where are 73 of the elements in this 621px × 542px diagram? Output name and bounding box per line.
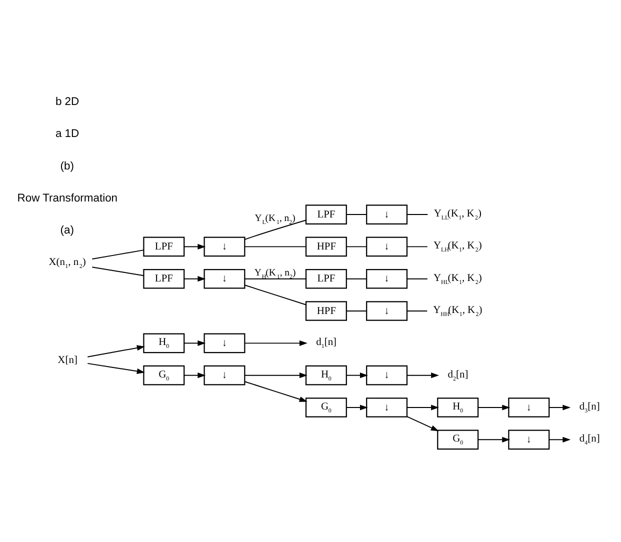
node-box: G$_{0}$ — [437, 430, 479, 450]
node-text: d$_{1}$[n] — [316, 337, 337, 350]
label: Row Transformation — [17, 192, 118, 204]
node-box: LPF — [143, 236, 185, 257]
arrow — [478, 436, 510, 442]
connector — [92, 250, 144, 260]
arrow — [87, 362, 145, 374]
node-text: Y$_{LH}$(K$_{1}$, K$_{2}$) — [434, 240, 482, 254]
node-box: HPF — [305, 236, 347, 257]
node-text: Y$_{LL}$(K$_{1}$, K$_{2}$) — [434, 208, 482, 222]
label: (a) — [60, 224, 74, 237]
arrow — [346, 404, 368, 410]
arrow — [184, 340, 206, 346]
arrow — [184, 372, 206, 378]
node-box: H$_{0}$ — [437, 398, 479, 418]
node-box: LPF — [143, 268, 185, 289]
arrow — [87, 345, 145, 358]
connector — [92, 266, 144, 276]
node-text: Y$_{HH}$(K$_{1}$, K$_{2}$) — [433, 305, 482, 318]
node-box: G$_{0}$ — [305, 398, 347, 418]
node-box: ↓ — [366, 236, 408, 257]
connector — [406, 310, 428, 312]
node-text: X(n$_{1}$, n$_{2}$) — [48, 257, 86, 270]
arrow — [406, 372, 439, 378]
node-box: ↓ — [204, 365, 246, 386]
node-box: H$_{0}$ — [143, 333, 185, 354]
node-box: ↓ — [204, 268, 246, 289]
node-box: LPF — [305, 204, 347, 224]
node-text: d$_{3}$[n] — [579, 402, 600, 415]
arrow — [548, 404, 571, 410]
node-text: d$_{2}$[n] — [448, 369, 468, 382]
connector — [346, 310, 367, 312]
arrow — [478, 404, 510, 410]
connector — [244, 284, 306, 306]
node-box: ↓ — [366, 365, 408, 386]
connector — [244, 246, 306, 248]
node-box: ↓ — [366, 301, 408, 321]
node-box: ↓ — [366, 268, 408, 289]
label: b 2D — [55, 96, 80, 108]
node-box: ↓ — [366, 398, 408, 418]
arrow — [244, 372, 308, 378]
connector — [244, 278, 306, 280]
arrow — [244, 381, 308, 402]
node-text: Y$_{HL}$(K$_{1}$, K$_{2}$) — [434, 272, 482, 286]
node-box: ↓ — [508, 398, 550, 418]
node-box: ↓ — [204, 236, 246, 257]
connector — [406, 246, 428, 248]
connector — [406, 278, 428, 280]
node-box: ↓ — [366, 204, 408, 224]
edge-label: Y$_{L}$(K$_{1}$, n$_{2}$) — [254, 212, 296, 226]
arrow — [244, 340, 308, 346]
label: (b) — [60, 160, 74, 172]
node-box: HPF — [305, 301, 347, 321]
arrow — [346, 372, 368, 378]
arrow — [406, 404, 439, 410]
node-text: d$_{4}$[n] — [579, 434, 600, 447]
arrow — [406, 416, 439, 432]
node-box: G$_{0}$ — [143, 365, 185, 386]
connector — [346, 246, 367, 248]
node-box: ↓ — [508, 430, 550, 450]
connector — [244, 220, 306, 240]
edge-label: Y$_{H}$(K$_{1}$, n$_{2}$) — [254, 267, 296, 280]
arrow — [184, 244, 206, 250]
arrow — [184, 276, 206, 282]
node-box: LPF — [305, 268, 347, 289]
connector — [406, 214, 428, 216]
connector — [346, 278, 367, 280]
node-box: ↓ — [204, 333, 246, 354]
label: a 1D — [55, 128, 80, 140]
node-text: X[n] — [58, 355, 78, 366]
node-box: H$_{0}$ — [305, 365, 347, 386]
connector — [346, 214, 367, 216]
arrow — [548, 436, 571, 442]
